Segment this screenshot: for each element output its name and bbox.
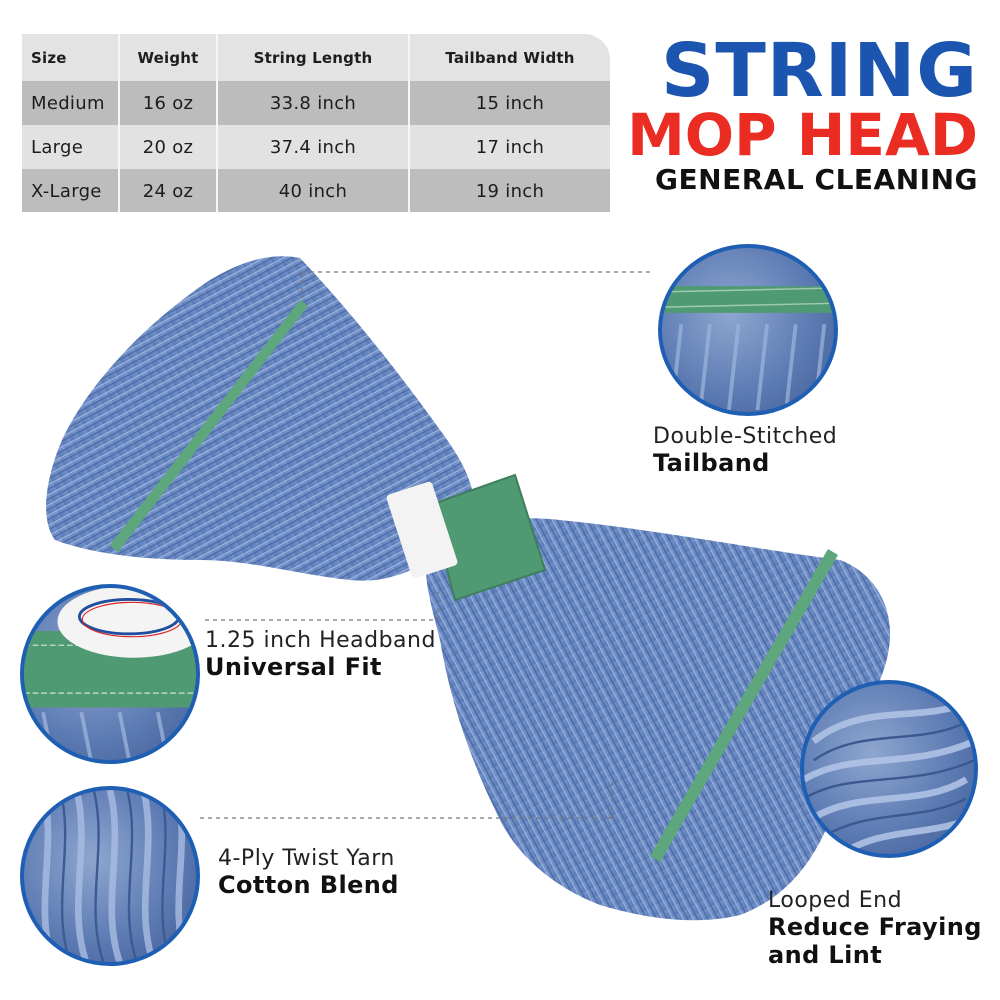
- cell-string-length: 37.4 inch: [218, 125, 410, 169]
- title-line-1: STRING: [661, 28, 978, 114]
- tailband-closeup-icon: [662, 286, 834, 411]
- headband-closeup: [20, 584, 200, 764]
- callout-leaders: [200, 271, 652, 819]
- callout-yarn: 4-Ply Twist Yarn Cotton Blend: [218, 846, 399, 899]
- callout-headband-line1: 1.25 inch Headband: [205, 628, 436, 653]
- yarn-closeup-icon: [39, 790, 190, 962]
- cell-size: X-Large: [22, 169, 120, 212]
- callout-looped-line1: Looped End: [768, 888, 903, 913]
- cell-weight: 24 oz: [120, 169, 218, 212]
- lower-tailband: [650, 549, 838, 862]
- cell-weight: 20 oz: [120, 125, 218, 169]
- looped-end-closeup: [800, 680, 978, 858]
- title-line-3: GENERAL CLEANING: [655, 163, 978, 196]
- callout-looped: Looped End Reduce Fraying and Lint: [768, 888, 982, 969]
- upper-tailband: [110, 300, 308, 552]
- cell-size: Large: [22, 125, 120, 169]
- callout-tailband: Double-Stitched Tailband: [653, 424, 837, 477]
- table-row: X-Large 24 oz 40 inch 19 inch: [22, 169, 610, 212]
- callout-looped-line3: and Lint: [768, 941, 883, 969]
- mop-lower-fan: [425, 518, 891, 921]
- cell-weight: 16 oz: [120, 81, 218, 125]
- mop-label: [386, 481, 458, 579]
- cell-tailband-width: 19 inch: [475, 180, 545, 202]
- callout-yarn-line2: Cotton Blend: [218, 871, 399, 899]
- title-line-2: MOP HEAD: [627, 101, 978, 169]
- callout-tailband-line2: Tailband: [653, 449, 770, 477]
- callout-yarn-line1: 4-Ply Twist Yarn: [218, 846, 395, 871]
- table-row: Medium 16 oz 33.8 inch 15 inch: [22, 81, 610, 125]
- looped-end-closeup-icon: [804, 699, 974, 854]
- callout-headband: 1.25 inch Headband Universal Fit: [205, 628, 436, 681]
- cell-string-length: 40 inch: [218, 169, 410, 212]
- mop-headband: [428, 473, 547, 602]
- cell-tailband-width: 17 inch: [475, 136, 545, 158]
- callout-looped-line2: Reduce Fraying: [768, 913, 982, 941]
- cell-string-length: 33.8 inch: [218, 81, 410, 125]
- yarn-closeup: [20, 786, 200, 966]
- size-table: Size Weight String Length Tailband Width…: [22, 34, 610, 212]
- callout-headband-line2: Universal Fit: [205, 653, 382, 681]
- table-header-row: Size Weight String Length Tailband Width: [22, 34, 610, 81]
- headband-closeup-icon: [24, 588, 196, 760]
- header-size: Size: [22, 34, 120, 81]
- table-row: Large 20 oz 37.4 inch 17 inch: [22, 125, 610, 169]
- header-tailband-width: Tailband Width: [445, 48, 575, 67]
- tailband-closeup: [658, 244, 838, 416]
- header-string-length: String Length: [218, 34, 410, 81]
- callout-tailband-line1: Double-Stitched: [653, 424, 838, 449]
- cell-tailband-width: 15 inch: [475, 92, 545, 114]
- cell-size: Medium: [22, 81, 120, 125]
- header-weight: Weight: [120, 34, 218, 81]
